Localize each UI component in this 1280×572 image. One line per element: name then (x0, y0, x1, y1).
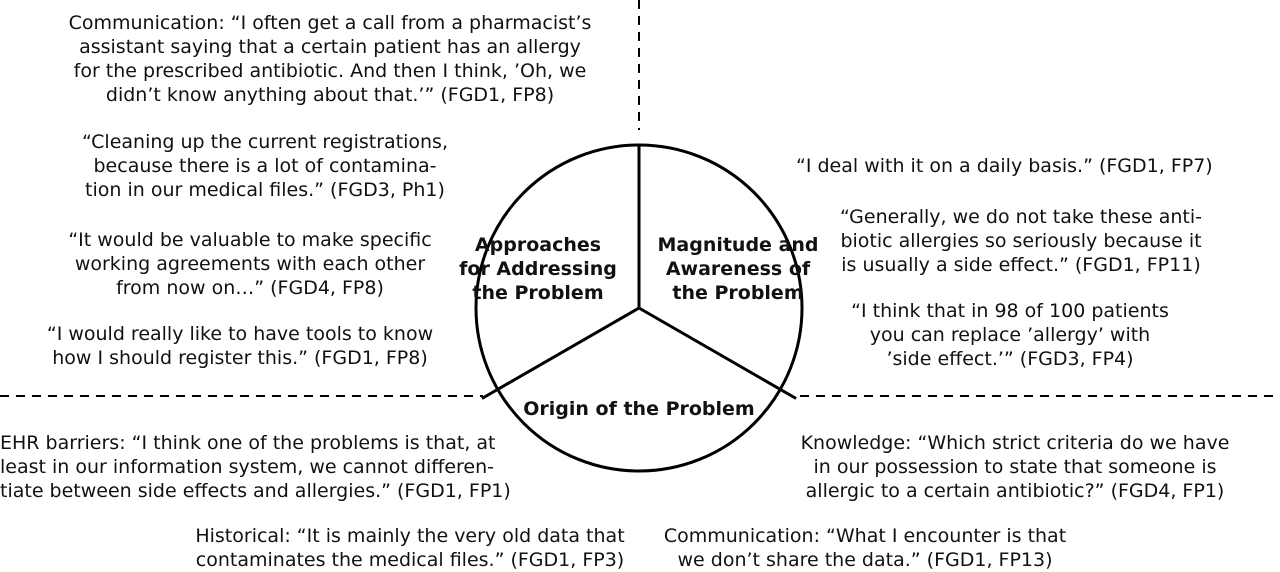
quote-line: tiate between side effects and allergies… (0, 480, 511, 502)
quote-knowledge: Knowledge: “Which strict criteria do we … (800, 431, 1230, 503)
segment-magnitude-line: Awareness of (665, 258, 811, 280)
quote-line: tion in our medical files.” (FGD3, Ph1) (85, 179, 445, 201)
quote-communication-pharmacist: Communication: “I often get a call from … (60, 11, 600, 107)
quote-line: “It would be valuable to make specific (68, 229, 432, 251)
quote-line: allergic to a certain antibiotic?” (FGD4… (805, 480, 1225, 502)
quote-line: biotic allergies so seriously because it (840, 230, 1202, 252)
quote-line: “Cleaning up the current registrations, (81, 131, 448, 153)
quote-line: you can replace ’allergy’ with (869, 324, 1151, 346)
segment-approaches: Approaches for Addressing the Problem (448, 233, 628, 305)
segment-magnitude-line: the Problem (672, 282, 804, 304)
segment-approaches-line: the Problem (472, 282, 604, 304)
quote-line: ’side effect.’” (FGD3, FP4) (886, 348, 1134, 370)
quote-line: EHR barriers: “I think one of the proble… (0, 432, 496, 454)
quote-line: Communication: “What I encounter is that (663, 525, 1067, 547)
quote-daily-basis: “I deal with it on a daily basis.” (FGD1… (796, 154, 1213, 178)
segment-line-left (481, 306, 640, 400)
quote-line: for the prescribed antibiotic. And then … (73, 60, 587, 82)
quote-line: because there is a lot of contamina- (93, 155, 437, 177)
quote-line: how I should register this.” (FGD1, FP8) (52, 347, 428, 369)
quote-line: Knowledge: “Which strict criteria do we … (800, 432, 1230, 454)
segment-approaches-line: Approaches (474, 234, 602, 256)
segment-magnitude: Magnitude and Awareness of the Problem (648, 233, 828, 305)
segment-line-right (638, 306, 797, 400)
segment-origin-line: Origin of the Problem (523, 398, 755, 420)
quote-ehr-barriers: EHR barriers: “I think one of the proble… (0, 431, 511, 503)
quote-line: Historical: “It is mainly the very old d… (195, 525, 625, 547)
quote-cleaning-registrations: “Cleaning up the current registrations, … (60, 130, 470, 202)
segment-magnitude-line: Magnitude and (657, 234, 819, 256)
quote-line: from now on…” (FGD4, FP8) (116, 277, 384, 299)
quote-line: Communication: “I often get a call from … (68, 12, 592, 34)
quote-line: assistant saying that a certain patient … (79, 36, 581, 58)
quote-tools-register: “I would really like to have tools to kn… (20, 322, 460, 370)
quote-communication-share-data: Communication: “What I encounter is that… (650, 524, 1080, 572)
quote-line: least in our information system, we cann… (0, 456, 494, 478)
quote-antibiotic-allergies: “Generally, we do not take these anti- b… (826, 205, 1216, 277)
segment-approaches-line: for Addressing (459, 258, 617, 280)
quote-98-of-100: “I think that in 98 of 100 patients you … (830, 299, 1190, 371)
quote-line: is usually a side effect.” (FGD1, FP11) (841, 254, 1201, 276)
segment-origin: Origin of the Problem (500, 397, 778, 421)
quote-line: in our possession to state that someone … (813, 456, 1217, 478)
quote-line: we don’t share the data.” (FGD1, FP13) (677, 549, 1053, 571)
quote-line: “I would really like to have tools to kn… (46, 323, 434, 345)
quote-line: working agreements with each other (74, 253, 426, 275)
quote-line: contaminates the medical files.” (FGD1, … (195, 549, 625, 571)
quote-line: “Generally, we do not take these anti- (839, 206, 1203, 228)
quote-historical: Historical: “It is mainly the very old d… (180, 524, 640, 572)
quote-line: didn’t know anything about that.’” (FGD1… (105, 84, 555, 106)
quote-line: “I deal with it on a daily basis.” (FGD1… (796, 155, 1213, 177)
quote-line: “I think that in 98 of 100 patients (851, 300, 1169, 322)
quote-working-agreements: “It would be valuable to make specific w… (40, 228, 460, 300)
